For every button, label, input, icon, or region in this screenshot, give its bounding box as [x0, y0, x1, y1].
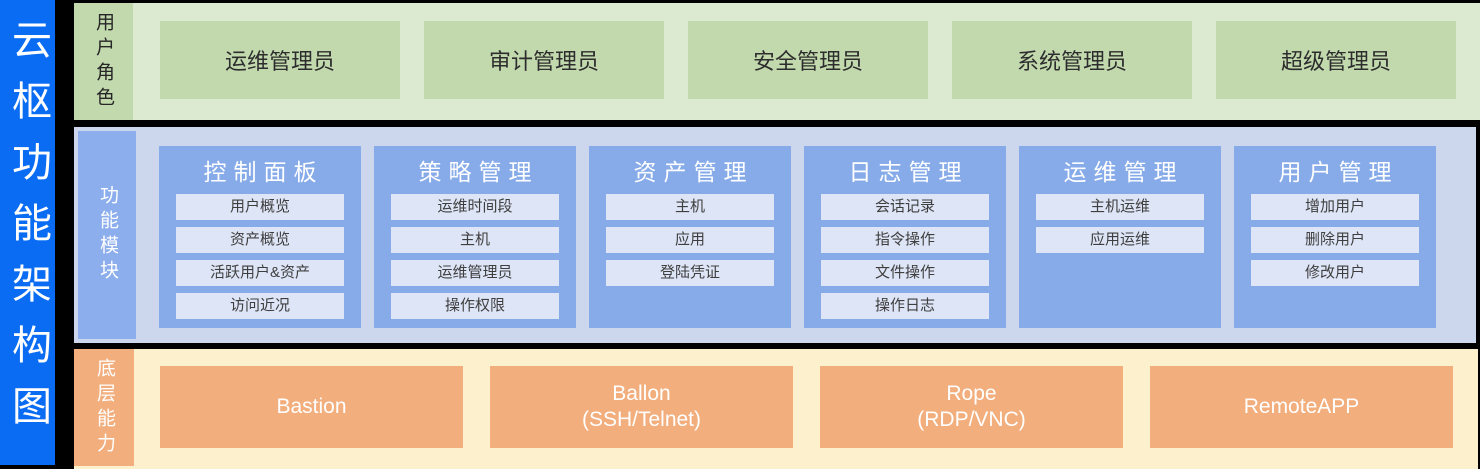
diagram-title: 云枢功能架构图: [6, 19, 50, 446]
module-items: 主机 应用 登陆凭证: [589, 186, 791, 286]
capability-name: Ballon: [612, 382, 671, 405]
base-capabilities-label: 底层能力: [74, 349, 134, 466]
capability-card-remoteapp: RemoteAPP: [1150, 366, 1453, 448]
module-item: 应用: [606, 227, 774, 253]
role-card-ops-admin: 运维管理员: [160, 21, 400, 99]
capability-card-bastion: Bastion: [160, 366, 463, 448]
title-sidebar: 云枢功能架构图: [0, 0, 55, 465]
module-items: 用户概览 资产概览 活跃用户&资产 访问近况: [159, 186, 361, 319]
module-item: 资产概览: [176, 227, 344, 253]
module-title-policy-mgmt: 策略管理: [418, 159, 539, 185]
capability-card-ballon: Ballon (SSH/Telnet): [490, 366, 793, 448]
role-card-system-admin: 系统管理员: [952, 21, 1192, 99]
module-card-asset-mgmt: 资产管理 主机 应用 登陆凭证: [589, 146, 791, 328]
base-capabilities-band: 底层能力 Bastion Ballon (SSH/Telnet) Rope (R…: [74, 349, 1478, 469]
module-title-asset-mgmt: 资产管理: [633, 159, 754, 185]
role-card-security-admin: 安全管理员: [688, 21, 928, 99]
module-item: 用户概览: [176, 194, 344, 220]
user-roles-band: 用户角色 运维管理员 审计管理员 安全管理员 系统管理员 超级管理员: [74, 3, 1480, 120]
base-capabilities-list: Bastion Ballon (SSH/Telnet) Rope (RDP/VN…: [134, 349, 1453, 469]
module-item: 应用运维: [1036, 227, 1204, 253]
role-card-super-admin: 超级管理员: [1216, 21, 1456, 99]
module-items: 会话记录 指令操作 文件操作 操作日志: [804, 186, 1006, 319]
module-title-ops-mgmt: 运维管理: [1063, 159, 1184, 185]
module-title-user-mgmt: 用户管理: [1278, 159, 1399, 185]
user-roles-label: 用户角色: [74, 3, 133, 120]
function-modules-band: 功能模块 控制面板 用户概览 资产概览 活跃用户&资产 访问近况 策略管理 运维…: [74, 127, 1476, 343]
module-item: 修改用户: [1251, 260, 1419, 286]
module-item: 主机: [391, 227, 559, 253]
module-card-log-mgmt: 日志管理 会话记录 指令操作 文件操作 操作日志: [804, 146, 1006, 328]
module-item: 运维管理员: [391, 260, 559, 286]
function-modules-label: 功能模块: [78, 131, 136, 339]
module-item: 访问近况: [176, 293, 344, 319]
module-title-log-mgmt: 日志管理: [848, 159, 969, 185]
module-item: 运维时间段: [391, 194, 559, 220]
module-item: 主机: [606, 194, 774, 220]
user-roles-list: 运维管理员 审计管理员 安全管理员 系统管理员 超级管理员: [133, 3, 1456, 120]
module-card-ops-mgmt: 运维管理 主机运维 应用运维: [1019, 146, 1221, 328]
module-item: 活跃用户&资产: [176, 260, 344, 286]
capability-name: Rope: [946, 382, 997, 405]
module-item: 删除用户: [1251, 227, 1419, 253]
module-item: 操作权限: [391, 293, 559, 319]
module-items: 增加用户 删除用户 修改用户: [1234, 186, 1436, 286]
module-card-control-panel: 控制面板 用户概览 资产概览 活跃用户&资产 访问近况: [159, 146, 361, 328]
module-items: 主机运维 应用运维: [1019, 186, 1221, 253]
role-card-audit-admin: 审计管理员: [424, 21, 664, 99]
capability-protocols: (RDP/VNC): [917, 408, 1026, 431]
module-item: 会话记录: [821, 194, 989, 220]
module-item: 登陆凭证: [606, 260, 774, 286]
module-item: 指令操作: [821, 227, 989, 253]
capability-protocols: (SSH/Telnet): [581, 408, 702, 431]
module-item: 文件操作: [821, 260, 989, 286]
module-items: 运维时间段 主机 运维管理员 操作权限: [374, 186, 576, 319]
capability-card-rope: Rope (RDP/VNC): [820, 366, 1123, 448]
module-item: 操作日志: [821, 293, 989, 319]
module-title-control-panel: 控制面板: [203, 159, 324, 185]
capability-name: RemoteAPP: [1243, 395, 1360, 418]
module-item: 主机运维: [1036, 194, 1204, 220]
function-modules-list: 控制面板 用户概览 资产概览 活跃用户&资产 访问近况 策略管理 运维时间段 主…: [136, 127, 1436, 343]
module-card-policy-mgmt: 策略管理 运维时间段 主机 运维管理员 操作权限: [374, 146, 576, 328]
capability-name: Bastion: [276, 395, 347, 418]
module-item: 增加用户: [1251, 194, 1419, 220]
module-card-user-mgmt: 用户管理 增加用户 删除用户 修改用户: [1234, 146, 1436, 328]
